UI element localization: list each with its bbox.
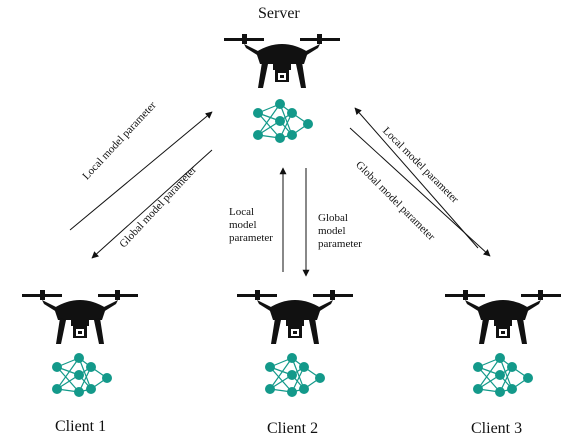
client-2-drone-icon [237,290,353,344]
middle-global-line-3: parameter [318,238,362,250]
client-1-label: Client 1 [55,418,107,435]
server-drone-icon [224,34,340,88]
right-global-parameter-arrow [349,127,491,257]
middle-global-line-2: model [318,225,346,237]
client-2-label: Client 2 [267,420,319,437]
client-1-neural-network-icon [52,353,112,397]
client-2-neural-network-icon [265,353,325,397]
middle-local-line-1: Local [229,206,255,218]
server-neural-network-icon [253,99,313,143]
client-3-drone-icon [445,290,561,344]
middle-global-line-1: Global [318,212,348,224]
right-local-parameter-arrow [354,107,479,249]
left-global-parameter-arrow [91,149,213,259]
client-3-label: Client 3 [471,420,523,437]
middle-global-parameter-label: Global model parameter [318,212,362,251]
client-1-drone-icon [22,290,138,344]
left-local-parameter-arrow [69,111,213,231]
middle-local-parameter-label: Local model parameter [229,206,273,245]
server-label: Server [258,5,300,22]
client-3-neural-network-icon [473,353,533,397]
middle-local-line-2: model [229,219,257,231]
middle-local-line-3: parameter [229,232,273,244]
